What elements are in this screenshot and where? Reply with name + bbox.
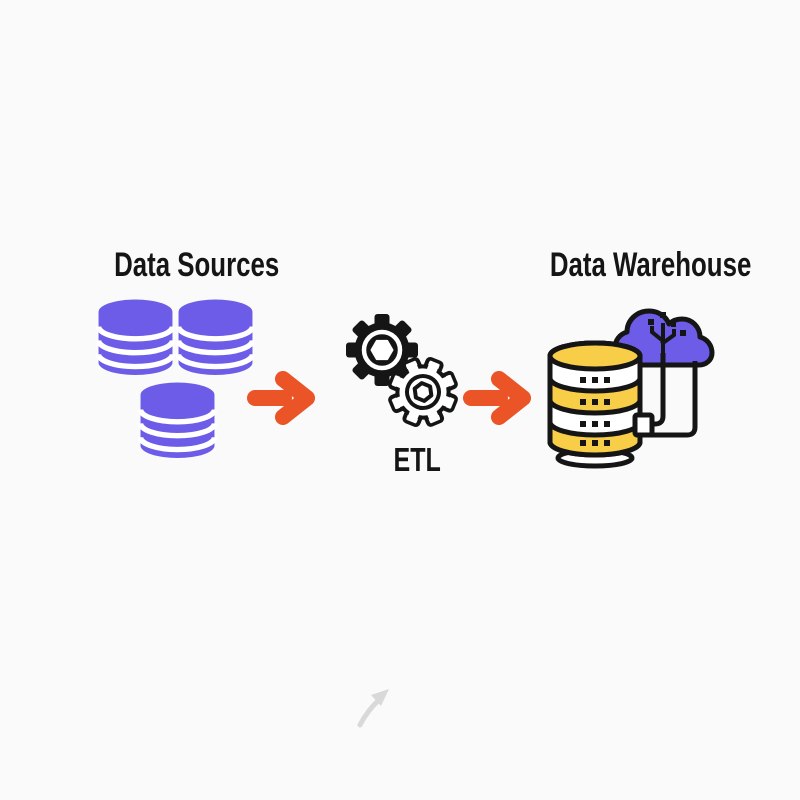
etl-label: ETL (377, 442, 457, 478)
db-dots (580, 377, 610, 446)
gear-outline (388, 357, 458, 427)
cloud-database-icon (547, 308, 715, 469)
data-warehouse-title-text: Data Warehouse (549, 246, 752, 284)
etl-label-text: ETL (393, 441, 441, 478)
arrow-right-icon (247, 371, 315, 425)
arrow-right-icon (463, 371, 531, 425)
database-cylinder (141, 383, 215, 458)
cursor-arrow-icon (357, 689, 389, 728)
arrow-head (491, 371, 531, 425)
data-warehouse-title: Data Warehouse (518, 247, 752, 283)
db-band-yellow (550, 378, 640, 413)
data-sources-title-text: Data Sources (114, 246, 280, 284)
database-cylinder (99, 300, 173, 375)
db-band-yellow (550, 422, 640, 455)
database-cluster-icon (96, 297, 254, 459)
gear-filled (346, 314, 418, 386)
gears-icon (346, 314, 458, 427)
cloud-wires (646, 353, 698, 438)
database-cylinder (179, 300, 253, 375)
arrow-head (275, 371, 315, 425)
circuit-glyph (650, 323, 676, 355)
connector-port (632, 412, 655, 438)
db-top (547, 340, 643, 372)
data-sources-title: Data Sources (88, 247, 279, 283)
